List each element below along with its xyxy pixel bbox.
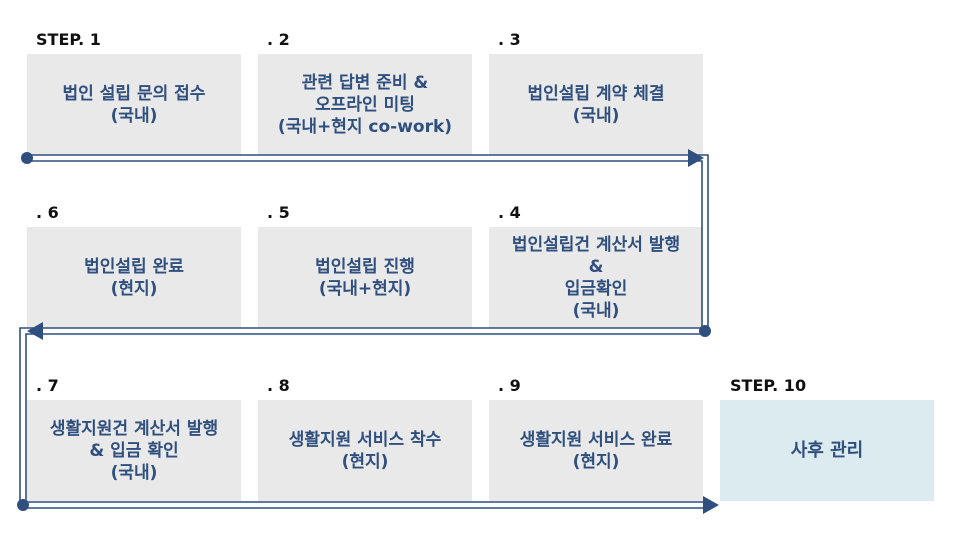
step-3-box: 법인설립 계약 체결 (국내) <box>489 54 703 155</box>
step-9-box: 생활지원 서비스 완료 (현지) <box>489 400 703 501</box>
step-3-label: . 3 <box>498 30 521 49</box>
step-2-label: . 2 <box>267 30 290 49</box>
step-8-label: . 8 <box>267 376 290 395</box>
step-1-label: STEP. 1 <box>36 30 101 49</box>
step-8-box: 생활지원 서비스 착수 (현지) <box>258 400 472 501</box>
step-10-box: 사후 관리 <box>720 400 934 501</box>
connector-row1-outer <box>27 154 709 328</box>
arrowhead-row1 <box>688 149 704 167</box>
connector-start-dot-3 <box>17 499 29 511</box>
step-10-label: STEP. 10 <box>730 376 807 395</box>
step-4-box: 법인설립건 계산서 발행 & 입금확인 (국내) <box>489 227 703 328</box>
step-7-box: 생활지원건 계산서 발행 & 입금 확인 (국내) <box>27 400 241 501</box>
step-2-box: 관련 답변 준비 & 오프라인 미팅 (국내+현지 co-work) <box>258 54 472 155</box>
step-9-label: . 9 <box>498 376 521 395</box>
connector-row2-inner <box>25 333 706 502</box>
step-6-label: . 6 <box>36 203 59 222</box>
step-5-box: 법인설립 진행 (국내+현지) <box>258 227 472 328</box>
step-6-box: 법인설립 완료 (현지) <box>27 227 241 328</box>
connector-start-dot-1 <box>21 152 33 164</box>
step-7-label: . 7 <box>36 376 59 395</box>
arrowhead-row2 <box>27 322 43 340</box>
step-4-label: . 4 <box>498 203 521 222</box>
arrowhead-row3 <box>703 496 719 514</box>
connector-row2-outer <box>19 327 706 502</box>
step-1-box: 법인 설립 문의 접수 (국내) <box>27 54 241 155</box>
step-5-label: . 5 <box>267 203 290 222</box>
connector-row1-inner <box>27 160 703 328</box>
connector-start-dot-2 <box>699 325 711 337</box>
